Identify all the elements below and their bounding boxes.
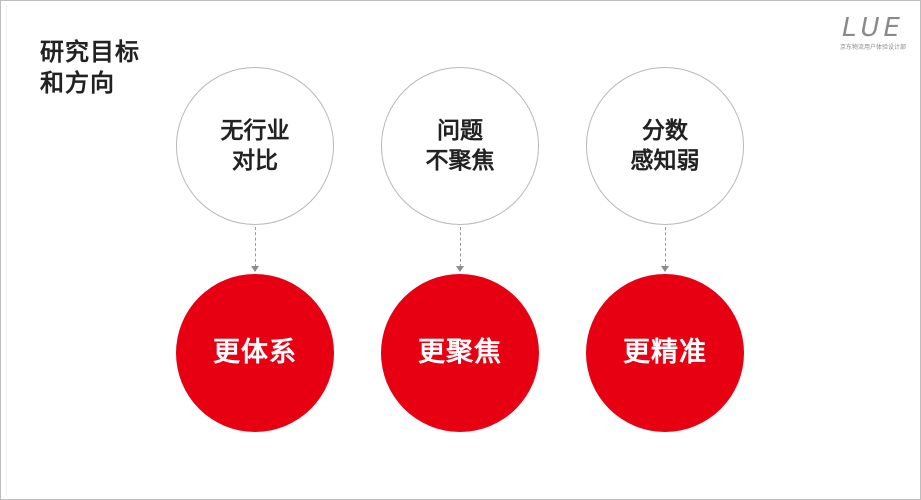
arrow-down-icon xyxy=(456,266,464,272)
page-title: 研究目标 和方向 xyxy=(40,37,140,99)
page-title-line-1: 研究目标 xyxy=(40,38,140,66)
goal-text-3: 更精准 xyxy=(623,337,707,368)
lue-logo: LUE 京东物流用户体验设计部 xyxy=(833,14,913,52)
problem-circle-3: 分数 感知弱 xyxy=(586,67,744,225)
problem-circle-2: 问题 不聚焦 xyxy=(381,67,539,225)
goal-circle-2: 更聚焦 xyxy=(381,274,539,432)
connector-line-1 xyxy=(255,227,256,267)
connector-line-3 xyxy=(665,227,666,267)
problem-text-3-line-1: 分数 xyxy=(642,118,688,144)
page-title-line-2: 和方向 xyxy=(40,69,115,97)
goal-circle-3: 更精准 xyxy=(586,274,744,432)
problem-text-2-line-2: 不聚焦 xyxy=(425,148,495,174)
arrow-down-icon xyxy=(661,266,669,272)
logo-mark: LUE xyxy=(842,13,904,43)
connector-line-2 xyxy=(460,227,461,267)
goal-text-2: 更聚焦 xyxy=(418,337,502,368)
goal-text-1: 更体系 xyxy=(213,337,297,368)
problem-text-1-line-1: 无行业 xyxy=(220,118,290,144)
problem-text-3-line-2: 感知弱 xyxy=(630,148,700,174)
logo-subtitle: 京东物流用户体验设计部 xyxy=(839,44,906,51)
problem-text-1-line-2: 对比 xyxy=(232,148,278,174)
problem-circle-1: 无行业 对比 xyxy=(176,67,334,225)
arrow-down-icon xyxy=(251,266,259,272)
goal-circle-1: 更体系 xyxy=(176,274,334,432)
problem-text-2-line-1: 问题 xyxy=(437,118,483,144)
